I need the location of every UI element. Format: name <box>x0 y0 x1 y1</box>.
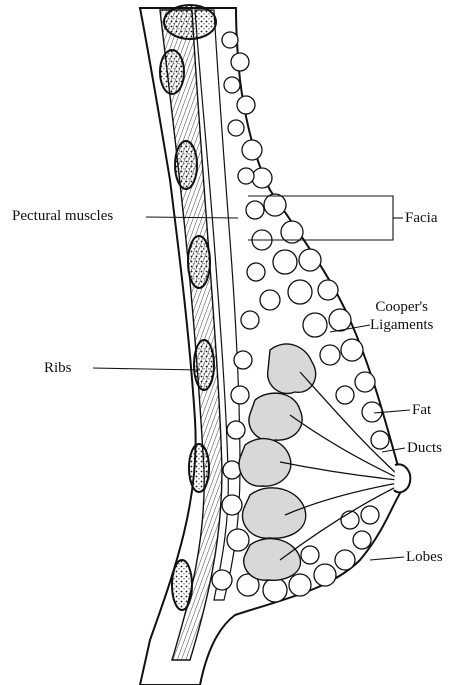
label-coopers-ligaments: Cooper's Ligaments <box>370 298 433 334</box>
label-ribs: Ribs <box>44 359 72 377</box>
nipple <box>394 464 410 492</box>
label-lobes: Lobes <box>406 548 443 566</box>
label-facia: Facia <box>405 209 437 227</box>
label-pectoral-muscles: Pectural muscles <box>12 207 113 225</box>
label-coopers-line1: Cooper's <box>370 298 433 316</box>
label-ducts: Ducts <box>407 439 442 457</box>
label-fat: Fat <box>412 401 431 419</box>
label-coopers-line2: Ligaments <box>370 316 433 334</box>
